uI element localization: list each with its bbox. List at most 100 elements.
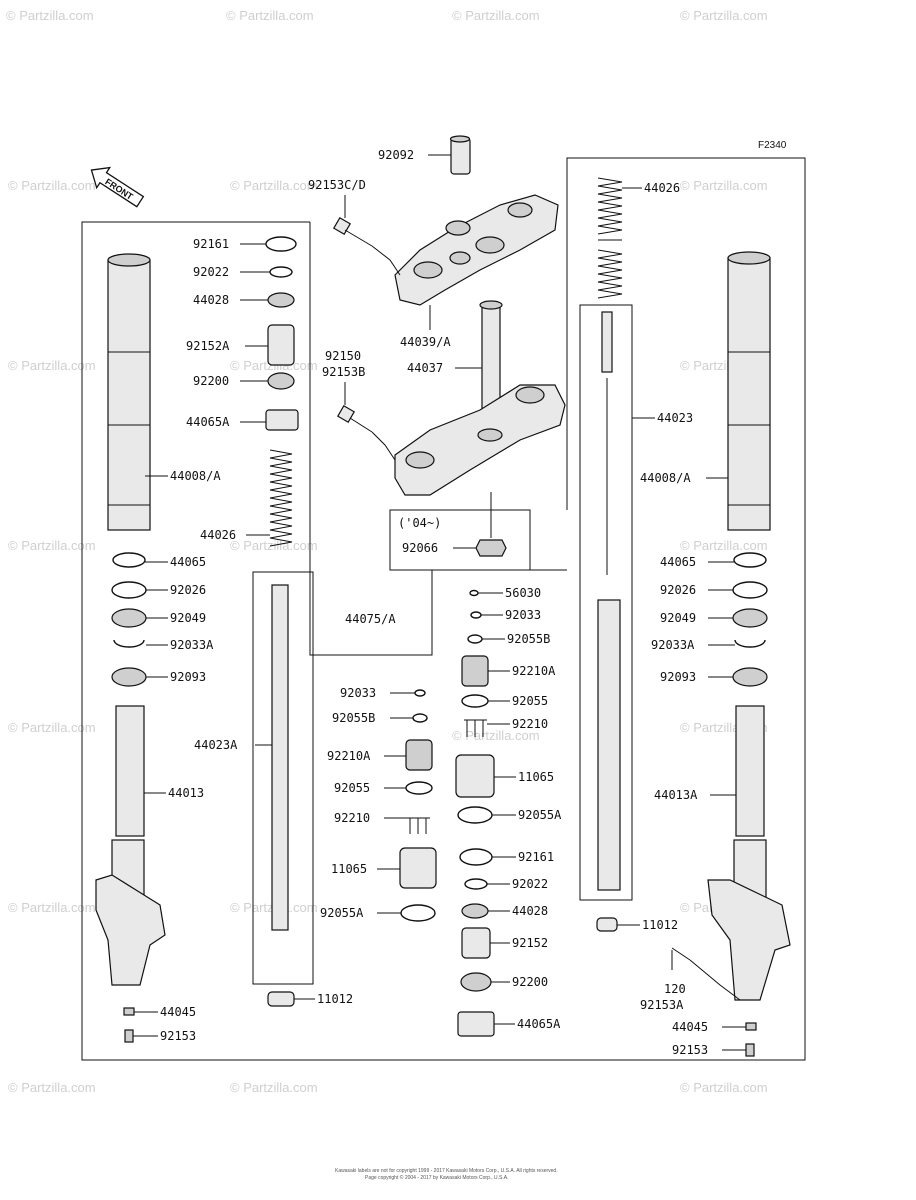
left-fork-parts [95, 236, 299, 1043]
leader-lines [133, 154, 746, 1051]
left-fork-frame [81, 157, 806, 1061]
part-label: 92055A [518, 808, 562, 822]
tube-top [727, 251, 771, 265]
watermark: © Partzilla.com [8, 358, 96, 373]
part-label: 92153B [322, 365, 365, 379]
part-92055b-center-left [412, 713, 428, 723]
part-label: 92161 [518, 850, 554, 864]
part-92055a-center-right [457, 806, 493, 824]
part-44039a-upper-bracket [394, 194, 559, 306]
part-label: 92033 [340, 686, 376, 700]
part-label: 44075/A [345, 612, 396, 626]
part-label: 92026 [170, 583, 206, 597]
upper-bracket-assembly [332, 135, 559, 306]
part-label: 92210 [512, 717, 548, 731]
part-label: 44028 [193, 293, 229, 307]
part-label: 120 [664, 982, 686, 996]
part-44028-left [267, 292, 295, 308]
watermark: © Partzilla.com [452, 728, 540, 743]
part-44045-left [123, 1007, 135, 1016]
bracket-hole [405, 451, 435, 469]
year-note: ('04~) [398, 516, 441, 530]
part-label: 92093 [660, 670, 696, 684]
part-label: 92022 [512, 877, 548, 891]
bolt-shank [344, 229, 373, 247]
part-92210a-center-left [405, 739, 433, 771]
bolt-shank [349, 417, 373, 433]
part-92152-center [461, 927, 491, 959]
part-label: 44023A [194, 738, 238, 752]
watermark: © Partzilla.com [226, 8, 314, 23]
part-label: 44065 [170, 555, 206, 569]
part-label: 92049 [660, 611, 696, 625]
watermark: © Partzilla.com [8, 178, 96, 193]
watermark: © Partzilla.com [6, 8, 94, 23]
watermark: © Partzilla.com [8, 900, 96, 915]
part-label: 11065 [331, 862, 367, 876]
part-label: 44065 [660, 555, 696, 569]
part-92092-top [449, 135, 471, 143]
watermark: © Partzilla.com [8, 1080, 96, 1095]
leader [371, 431, 396, 461]
part-92200-left [267, 372, 295, 390]
part-label: 92092 [378, 148, 414, 162]
part-label: 11012 [642, 918, 678, 932]
right-cartridge-frame [579, 304, 633, 901]
part-11012-left [267, 991, 295, 1007]
watermark: © Partzilla.com [680, 1080, 768, 1095]
part-label: 44013 [168, 786, 204, 800]
part-label: 11012 [317, 992, 353, 1006]
leader [689, 959, 741, 1001]
part-92055a-center-left [400, 904, 436, 922]
part-44037-lower-bracket [394, 384, 566, 496]
part-label: 44037 [407, 361, 443, 375]
part-92022-left [269, 266, 293, 278]
part-label: 44026 [200, 528, 236, 542]
part-label: 92066 [402, 541, 438, 555]
bracket-hole [507, 202, 533, 218]
part-label: 92210A [327, 749, 371, 763]
lower-bracket-assembly [336, 300, 566, 557]
part-44013-inner-tube-left [115, 705, 145, 837]
leader [371, 245, 401, 276]
part-label: 92033 [505, 608, 541, 622]
part-92153-left [124, 1029, 134, 1043]
part-label: 92093 [170, 670, 206, 684]
part-92092-collar [450, 137, 471, 175]
part-label: 44028 [512, 904, 548, 918]
part-label: 56030 [505, 586, 541, 600]
part-44008a-outer-tube-left [107, 259, 151, 531]
part-label: 44045 [672, 1020, 708, 1034]
part-label: 44008/A [640, 471, 691, 485]
watermark: © Partzilla.com [680, 538, 768, 553]
part-label: 92153A [640, 998, 684, 1012]
watermark: © Partzilla.com [8, 720, 96, 735]
part-44026-spring-left [269, 449, 293, 547]
part-56030 [469, 589, 479, 597]
part-92161-center [459, 848, 493, 866]
part-92055b-center-right [467, 634, 483, 644]
part-label: 92055 [512, 694, 548, 708]
part-92210-center-right [464, 719, 487, 737]
bracket-hole [445, 220, 471, 236]
bracket-hole [475, 236, 505, 254]
part-92066-nut [475, 539, 507, 557]
part-92153-right [745, 1043, 755, 1057]
part-92022-center [464, 878, 488, 890]
part-44045-right [745, 1022, 757, 1031]
part-92055-center-left [405, 781, 433, 795]
bracket-hole [413, 261, 443, 279]
watermark: © Partzilla.com [452, 8, 540, 23]
part-label: 92200 [193, 374, 229, 388]
part-92055-center-right [461, 694, 489, 708]
part-label: 92153 [672, 1043, 708, 1057]
part-92026-right [732, 581, 768, 599]
assembly-frames [81, 157, 806, 1061]
year-note-frame [389, 509, 531, 571]
part-92049-left [111, 608, 147, 628]
part-92152a-left [267, 324, 295, 366]
watermark: © Partzilla.com [230, 1080, 318, 1095]
part-92033a-left [113, 639, 145, 648]
copyright-line-2: Page copyright © 2004 - 2017 by Kawasaki… [365, 1174, 508, 1181]
